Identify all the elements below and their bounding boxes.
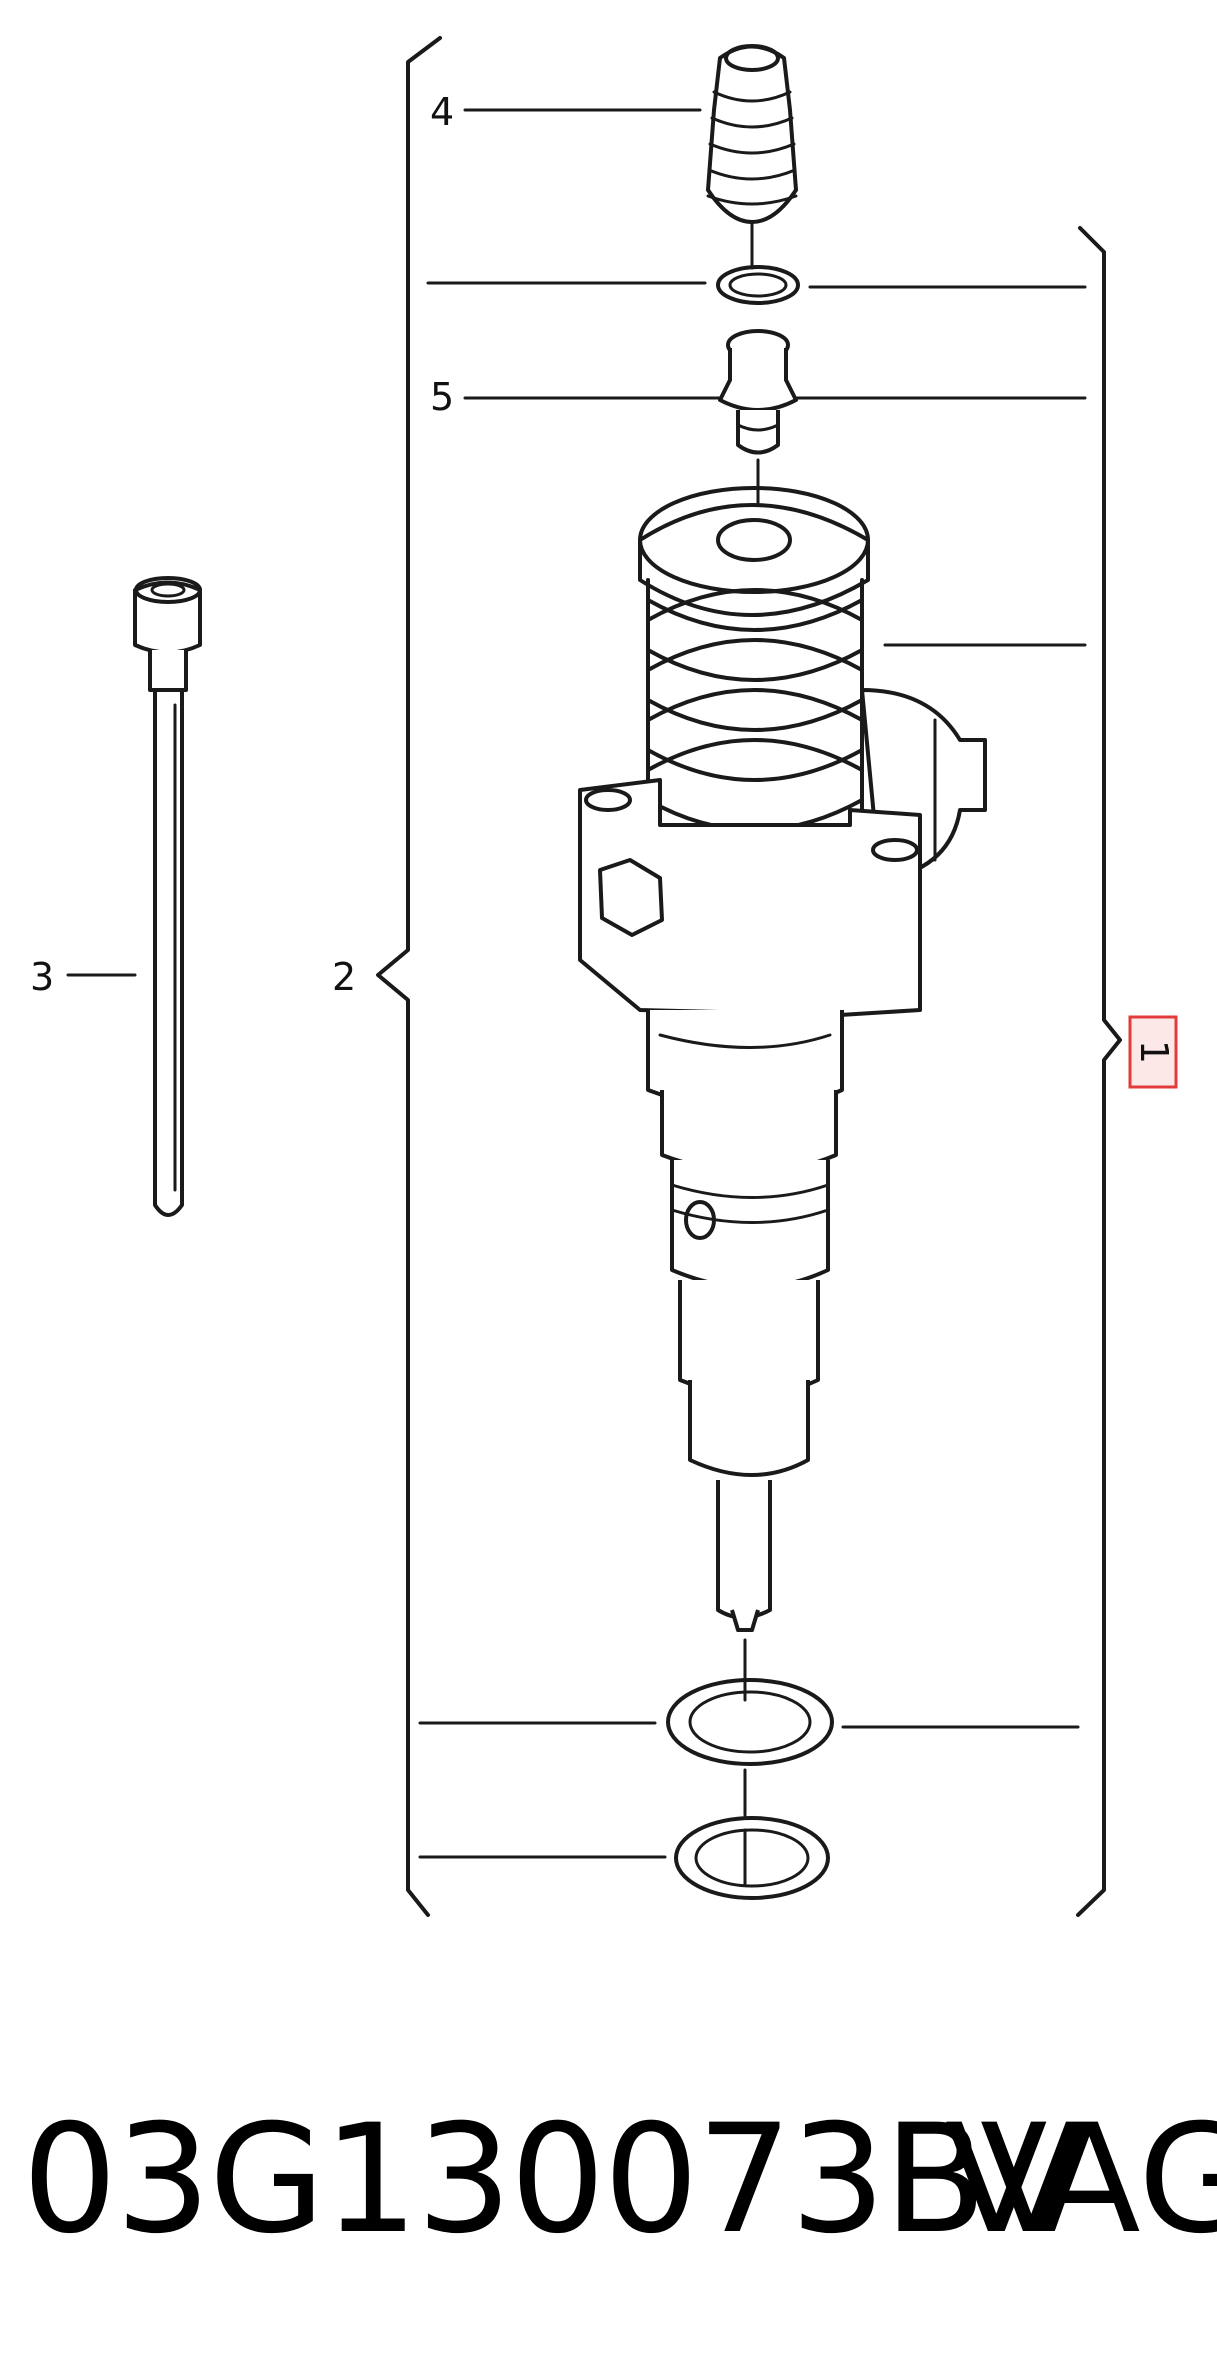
bracket-group-2 [376, 36, 442, 1917]
callout-2-label: 2 [332, 955, 356, 999]
exploded-parts-diagram: 1 2 3 4 5 [30, 36, 1178, 1917]
caption-bar: 03G130073BV VAG [0, 2080, 1217, 2280]
part-3-bolt [133, 576, 202, 1217]
callout-4-label: 4 [430, 90, 454, 134]
main-injector-body [578, 486, 987, 1632]
brand-name: VAG [945, 2093, 1217, 2267]
seal-ring-2 [674, 1816, 830, 1900]
bracket-group-1 [1076, 226, 1122, 1917]
callout-1-label: 1 [1132, 1040, 1176, 1064]
part-4-cap [706, 44, 798, 224]
part-number: 03G130073BV [22, 2093, 1083, 2267]
callout-3-label: 3 [30, 955, 54, 999]
callout-5-label: 5 [430, 375, 454, 419]
callout-1-highlight[interactable] [1128, 1015, 1178, 1089]
seal-ring-1 [666, 1678, 834, 1766]
part-5-fitting [718, 329, 798, 455]
top-oring [716, 265, 800, 305]
